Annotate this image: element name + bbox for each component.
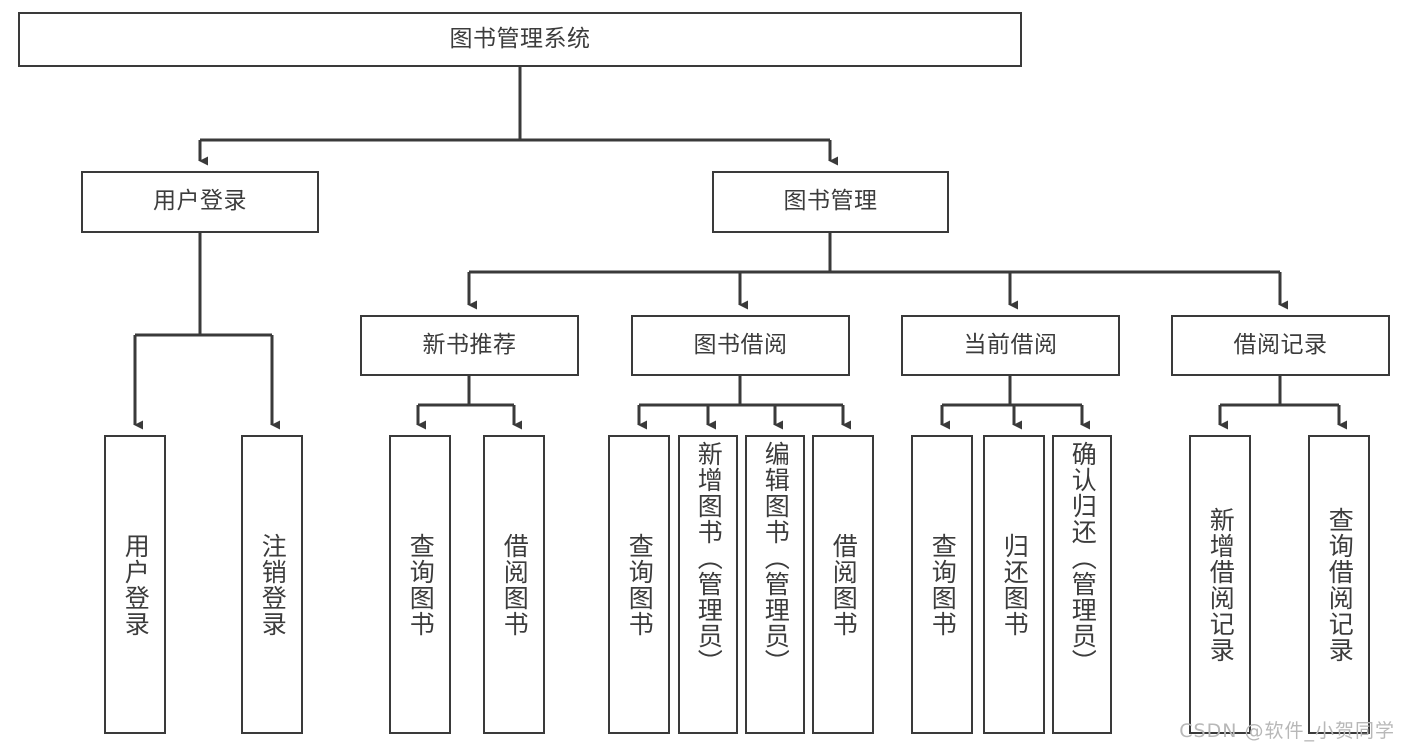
node-book-manage-label: 图书管理 xyxy=(783,188,878,215)
node-leaf-current-confirm-return-label: 确认归还（管理员） xyxy=(1068,441,1098,675)
node-leaf-rec-query-book-label: 查询图书 xyxy=(406,532,436,637)
node-leaf-user-login-label: 用户登录 xyxy=(121,532,151,637)
node-leaf-borrow-add-book[interactable]: 新增图书（管理员） xyxy=(678,435,738,734)
node-leaf-current-return-book-label: 归还图书 xyxy=(1000,532,1030,637)
node-leaf-rec-borrow-book-label: 借阅图书 xyxy=(500,532,530,637)
node-new-book-rec-label: 新书推荐 xyxy=(422,331,517,358)
node-leaf-borrow-edit-book[interactable]: 编辑图书（管理员） xyxy=(745,435,805,734)
node-user-login[interactable]: 用户登录 xyxy=(81,171,319,233)
node-leaf-record-add-label: 新增借阅记录 xyxy=(1206,506,1236,663)
node-leaf-record-query-label: 查询借阅记录 xyxy=(1325,506,1355,663)
node-leaf-user-logout[interactable]: 注销登录 xyxy=(241,435,303,734)
node-leaf-borrow-query-book-label: 查询图书 xyxy=(625,532,655,637)
node-leaf-borrow-add-book-label: 新增图书（管理员） xyxy=(694,441,724,675)
node-current-borrow-label: 当前借阅 xyxy=(963,331,1058,358)
node-new-book-rec[interactable]: 新书推荐 xyxy=(360,315,579,376)
node-leaf-borrow-edit-book-label: 编辑图书（管理员） xyxy=(761,441,791,675)
node-leaf-rec-query-book[interactable]: 查询图书 xyxy=(389,435,451,734)
node-leaf-rec-borrow-book[interactable]: 借阅图书 xyxy=(483,435,545,734)
node-root-label: 图书管理系统 xyxy=(449,25,591,52)
node-leaf-current-confirm-return[interactable]: 确认归还（管理员） xyxy=(1052,435,1112,734)
node-leaf-record-query[interactable]: 查询借阅记录 xyxy=(1308,435,1370,734)
node-leaf-borrow-query-book[interactable]: 查询图书 xyxy=(608,435,670,734)
node-book-borrow[interactable]: 图书借阅 xyxy=(631,315,850,376)
node-user-login-label: 用户登录 xyxy=(153,188,247,215)
node-borrow-record[interactable]: 借阅记录 xyxy=(1171,315,1390,376)
node-book-borrow-label: 图书借阅 xyxy=(693,331,788,358)
node-leaf-user-logout-label: 注销登录 xyxy=(258,532,288,637)
node-current-borrow[interactable]: 当前借阅 xyxy=(901,315,1120,376)
node-leaf-borrow-borrow-book-label: 借阅图书 xyxy=(829,532,859,637)
node-leaf-current-return-book[interactable]: 归还图书 xyxy=(983,435,1045,734)
node-leaf-current-query-book-label: 查询图书 xyxy=(928,532,958,637)
node-leaf-current-query-book[interactable]: 查询图书 xyxy=(911,435,973,734)
watermark-text: CSDN @软件_小贺同学 xyxy=(1179,720,1395,742)
node-book-manage[interactable]: 图书管理 xyxy=(712,171,949,233)
node-root-system[interactable]: 图书管理系统 xyxy=(18,12,1022,67)
node-leaf-record-add[interactable]: 新增借阅记录 xyxy=(1189,435,1251,734)
node-leaf-user-login[interactable]: 用户登录 xyxy=(104,435,166,734)
node-borrow-record-label: 借阅记录 xyxy=(1233,331,1328,358)
node-leaf-borrow-borrow-book[interactable]: 借阅图书 xyxy=(812,435,874,734)
